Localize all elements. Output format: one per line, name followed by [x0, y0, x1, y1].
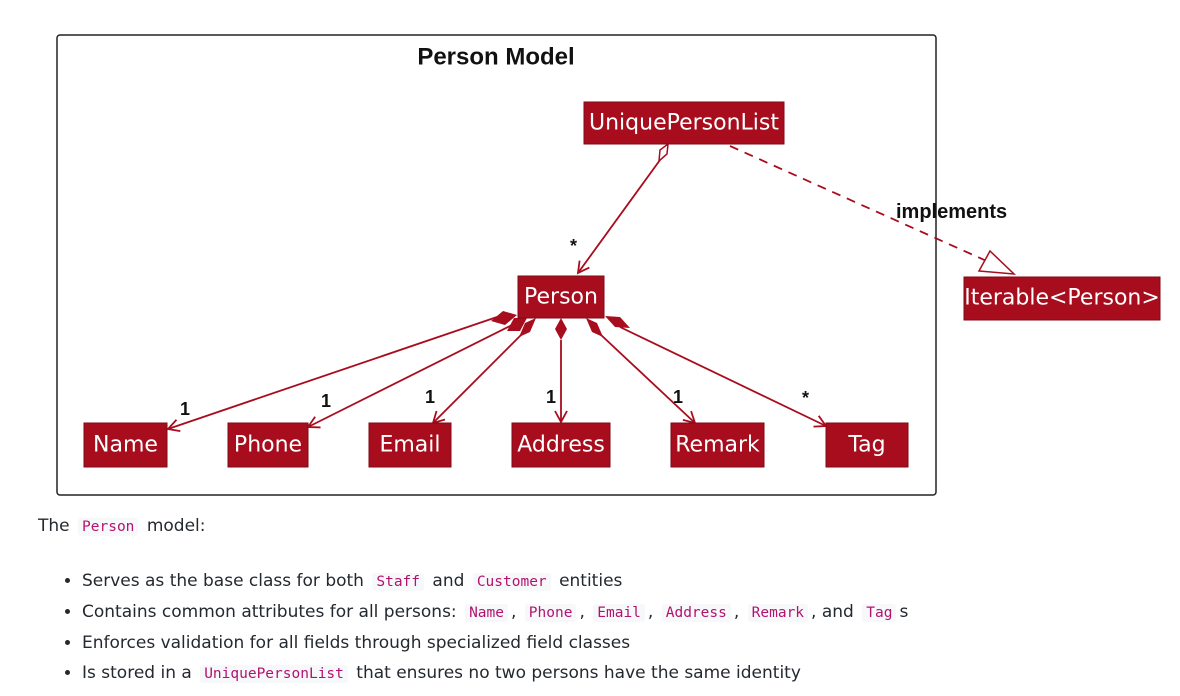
class-unique-person-list: UniquePersonList	[583, 101, 785, 145]
code-address: Address	[661, 604, 731, 622]
package-frame	[56, 34, 937, 496]
code-tag: Tag	[862, 604, 897, 622]
code-email: Email	[593, 604, 645, 622]
svg-text:Iterable<Person>: Iterable<Person>	[964, 286, 1160, 311]
class-phone: Phone	[227, 422, 309, 468]
multiplicity-phone: 1	[321, 391, 331, 411]
list-item: Contains common attributes for all perso…	[82, 597, 1138, 628]
svg-text:Person: Person	[524, 285, 598, 310]
feature-list: Serves as the base class for both Staff …	[38, 566, 1138, 689]
svg-text:Name: Name	[93, 433, 158, 458]
svg-text:Phone: Phone	[234, 433, 302, 458]
multiplicity-tag: *	[802, 388, 809, 408]
class-address: Address	[511, 422, 611, 468]
svg-text:UniquePersonList: UniquePersonList	[589, 111, 779, 136]
edge-person-to-remark	[599, 333, 697, 425]
svg-text:Email: Email	[379, 433, 440, 458]
composition-diamond-tag	[605, 316, 630, 328]
code-unique-person-list: UniquePersonList	[200, 665, 348, 683]
svg-text:Address: Address	[517, 433, 605, 458]
class-email: Email	[368, 422, 452, 468]
svg-text:Remark: Remark	[675, 433, 760, 458]
composition-diamond-phone	[507, 318, 527, 331]
class-tag: Tag	[825, 422, 909, 468]
class-remark: Remark	[670, 422, 765, 468]
aggregation-diamond	[658, 142, 669, 163]
code-phone: Phone	[524, 604, 577, 622]
composition-diamond-remark	[586, 318, 603, 337]
multiplicity-address: 1	[546, 387, 556, 407]
composition-diamond-email	[519, 318, 536, 337]
implements-label: implements	[896, 201, 1007, 223]
code-person: Person	[78, 518, 139, 536]
list-item: Enforces validation for all fields throu…	[82, 628, 1138, 658]
diagram-title: Person Model	[417, 44, 574, 71]
multiplicity-name: 1	[180, 399, 190, 419]
person-model-diagram: Person Model * 1 1 1 1 1 * implements Un…	[56, 34, 1161, 496]
multiplicity-remark: 1	[673, 387, 683, 407]
list-item: Is stored in a UniquePersonList that ens…	[82, 658, 1138, 689]
multiplicity-email: 1	[425, 387, 435, 407]
edge-person-to-name	[166, 316, 498, 433]
code-name: Name	[465, 604, 508, 622]
edge-implements	[729, 145, 1001, 268]
realization-triangle	[977, 249, 1017, 275]
multiplicity-list-person: *	[570, 236, 577, 256]
edge-person-to-email	[431, 333, 523, 425]
code-customer: Customer	[472, 573, 551, 591]
model-description: The Person model: Serves as the base cla…	[38, 511, 1138, 689]
svg-text:Tag: Tag	[847, 433, 885, 458]
class-person: Person	[517, 275, 605, 319]
code-staff: Staff	[372, 573, 425, 591]
class-iterable-person: Iterable<Person>	[963, 276, 1161, 321]
edge-list-to-person	[576, 159, 661, 275]
class-name: Name	[83, 422, 168, 468]
composition-diamond-address	[555, 318, 567, 340]
intro-paragraph: The Person model:	[38, 516, 206, 536]
code-remark: Remark	[747, 604, 809, 622]
edge-person-to-tag	[619, 326, 828, 428]
composition-diamond-name	[491, 311, 517, 325]
edge-person-to-phone	[306, 324, 513, 429]
list-item: Serves as the base class for both Staff …	[82, 566, 1138, 597]
